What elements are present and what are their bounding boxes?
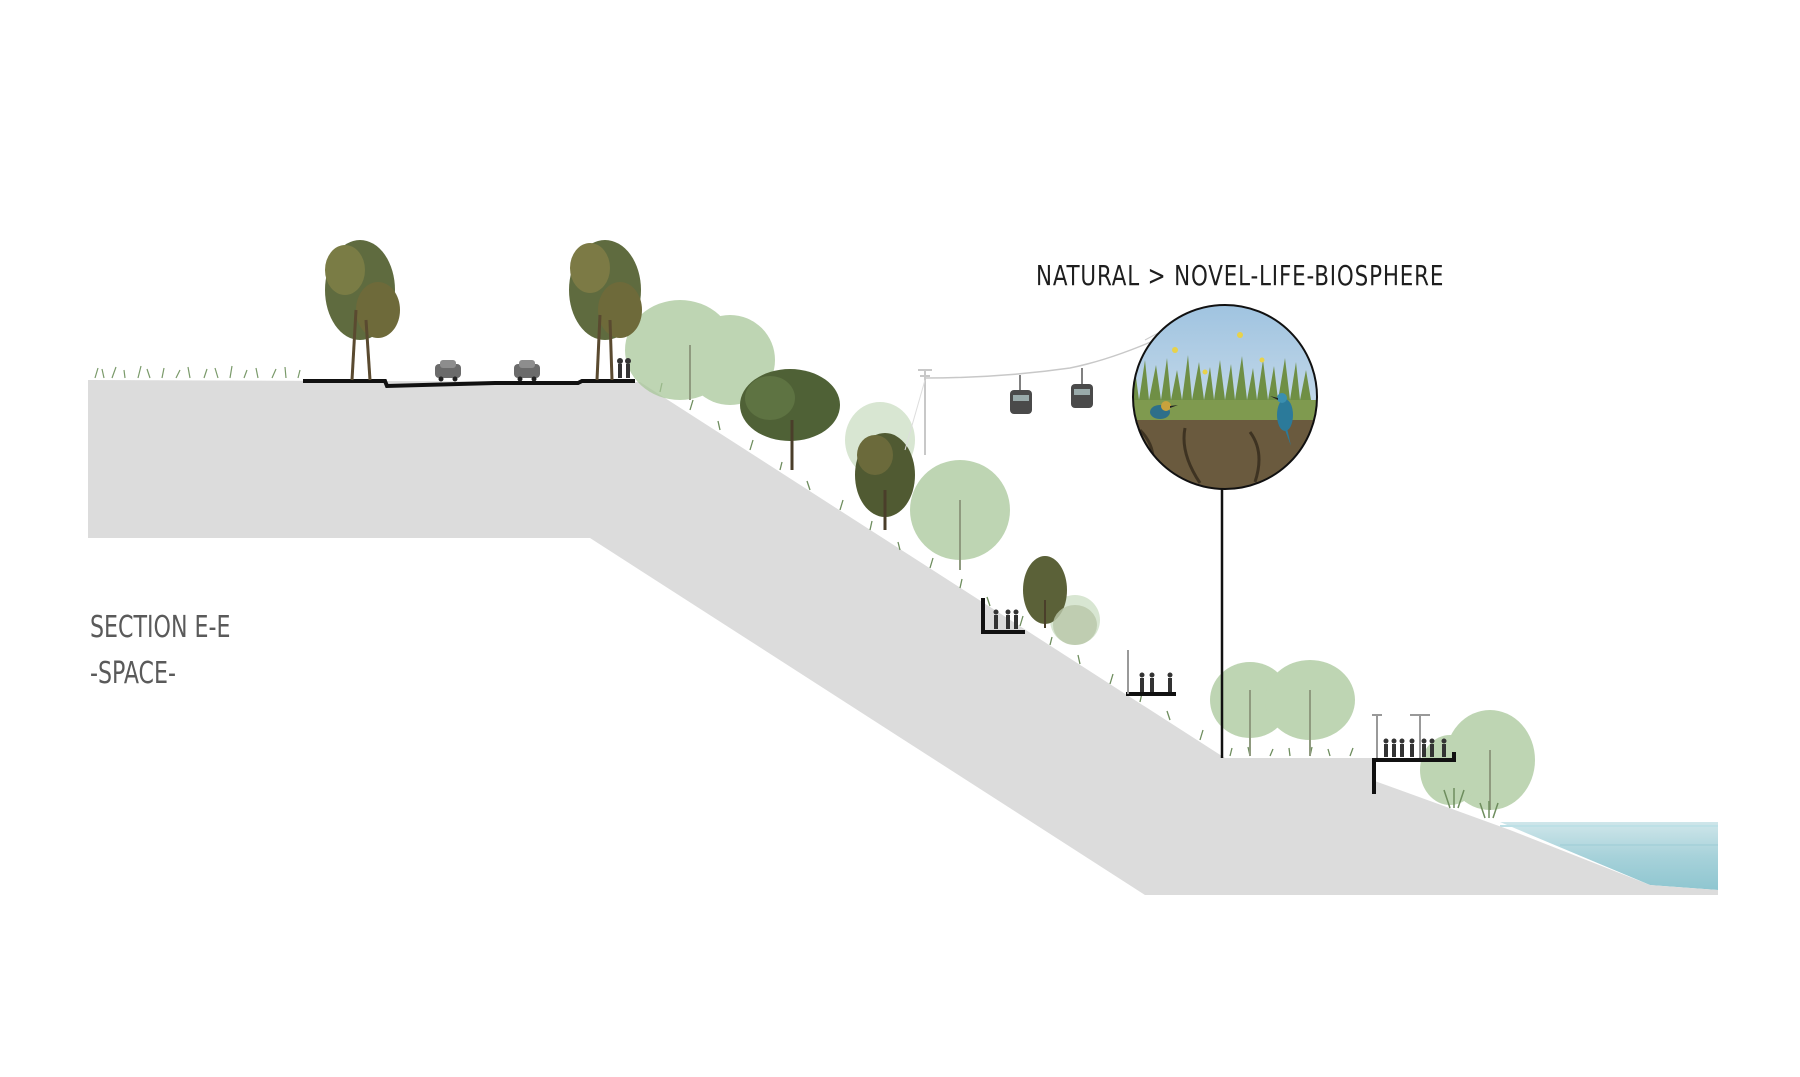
bird-right-icon bbox=[1270, 393, 1293, 446]
gondola-1 bbox=[1010, 375, 1032, 414]
bird-left-icon bbox=[1150, 401, 1178, 419]
callout-label: NATURAL > NOVEL-LIFE-BIOSPHERE bbox=[1036, 259, 1445, 292]
shoreline-shrubs bbox=[1443, 788, 1499, 819]
terrace-middle bbox=[1126, 650, 1176, 696]
cable-car-system bbox=[904, 337, 1161, 455]
ground-section bbox=[88, 380, 1718, 895]
car-2 bbox=[514, 360, 540, 382]
terrace-lower bbox=[1372, 714, 1456, 794]
section-title: SECTION E-E bbox=[90, 610, 231, 645]
road-tree-right bbox=[569, 240, 642, 381]
pedestrians-road bbox=[617, 358, 631, 378]
section-subtitle: -SPACE- bbox=[90, 656, 176, 691]
slope-tree-1 bbox=[740, 369, 840, 470]
terrace-upper bbox=[981, 598, 1025, 634]
terrace-lower-people bbox=[1383, 738, 1447, 757]
willow-trunks bbox=[689, 345, 1491, 810]
grass-top bbox=[94, 365, 301, 379]
biosphere-callout-circle bbox=[1132, 304, 1318, 490]
road-tree-left bbox=[325, 240, 400, 381]
car-1 bbox=[435, 360, 461, 382]
slope-tree-2 bbox=[855, 433, 915, 530]
road-surface bbox=[303, 379, 635, 389]
terrace-middle-people bbox=[1139, 672, 1173, 692]
slope-tree-3 bbox=[1023, 556, 1097, 645]
terrace-upper-people bbox=[993, 609, 1019, 629]
gondola-2 bbox=[1071, 368, 1093, 408]
water-body bbox=[1500, 822, 1718, 890]
